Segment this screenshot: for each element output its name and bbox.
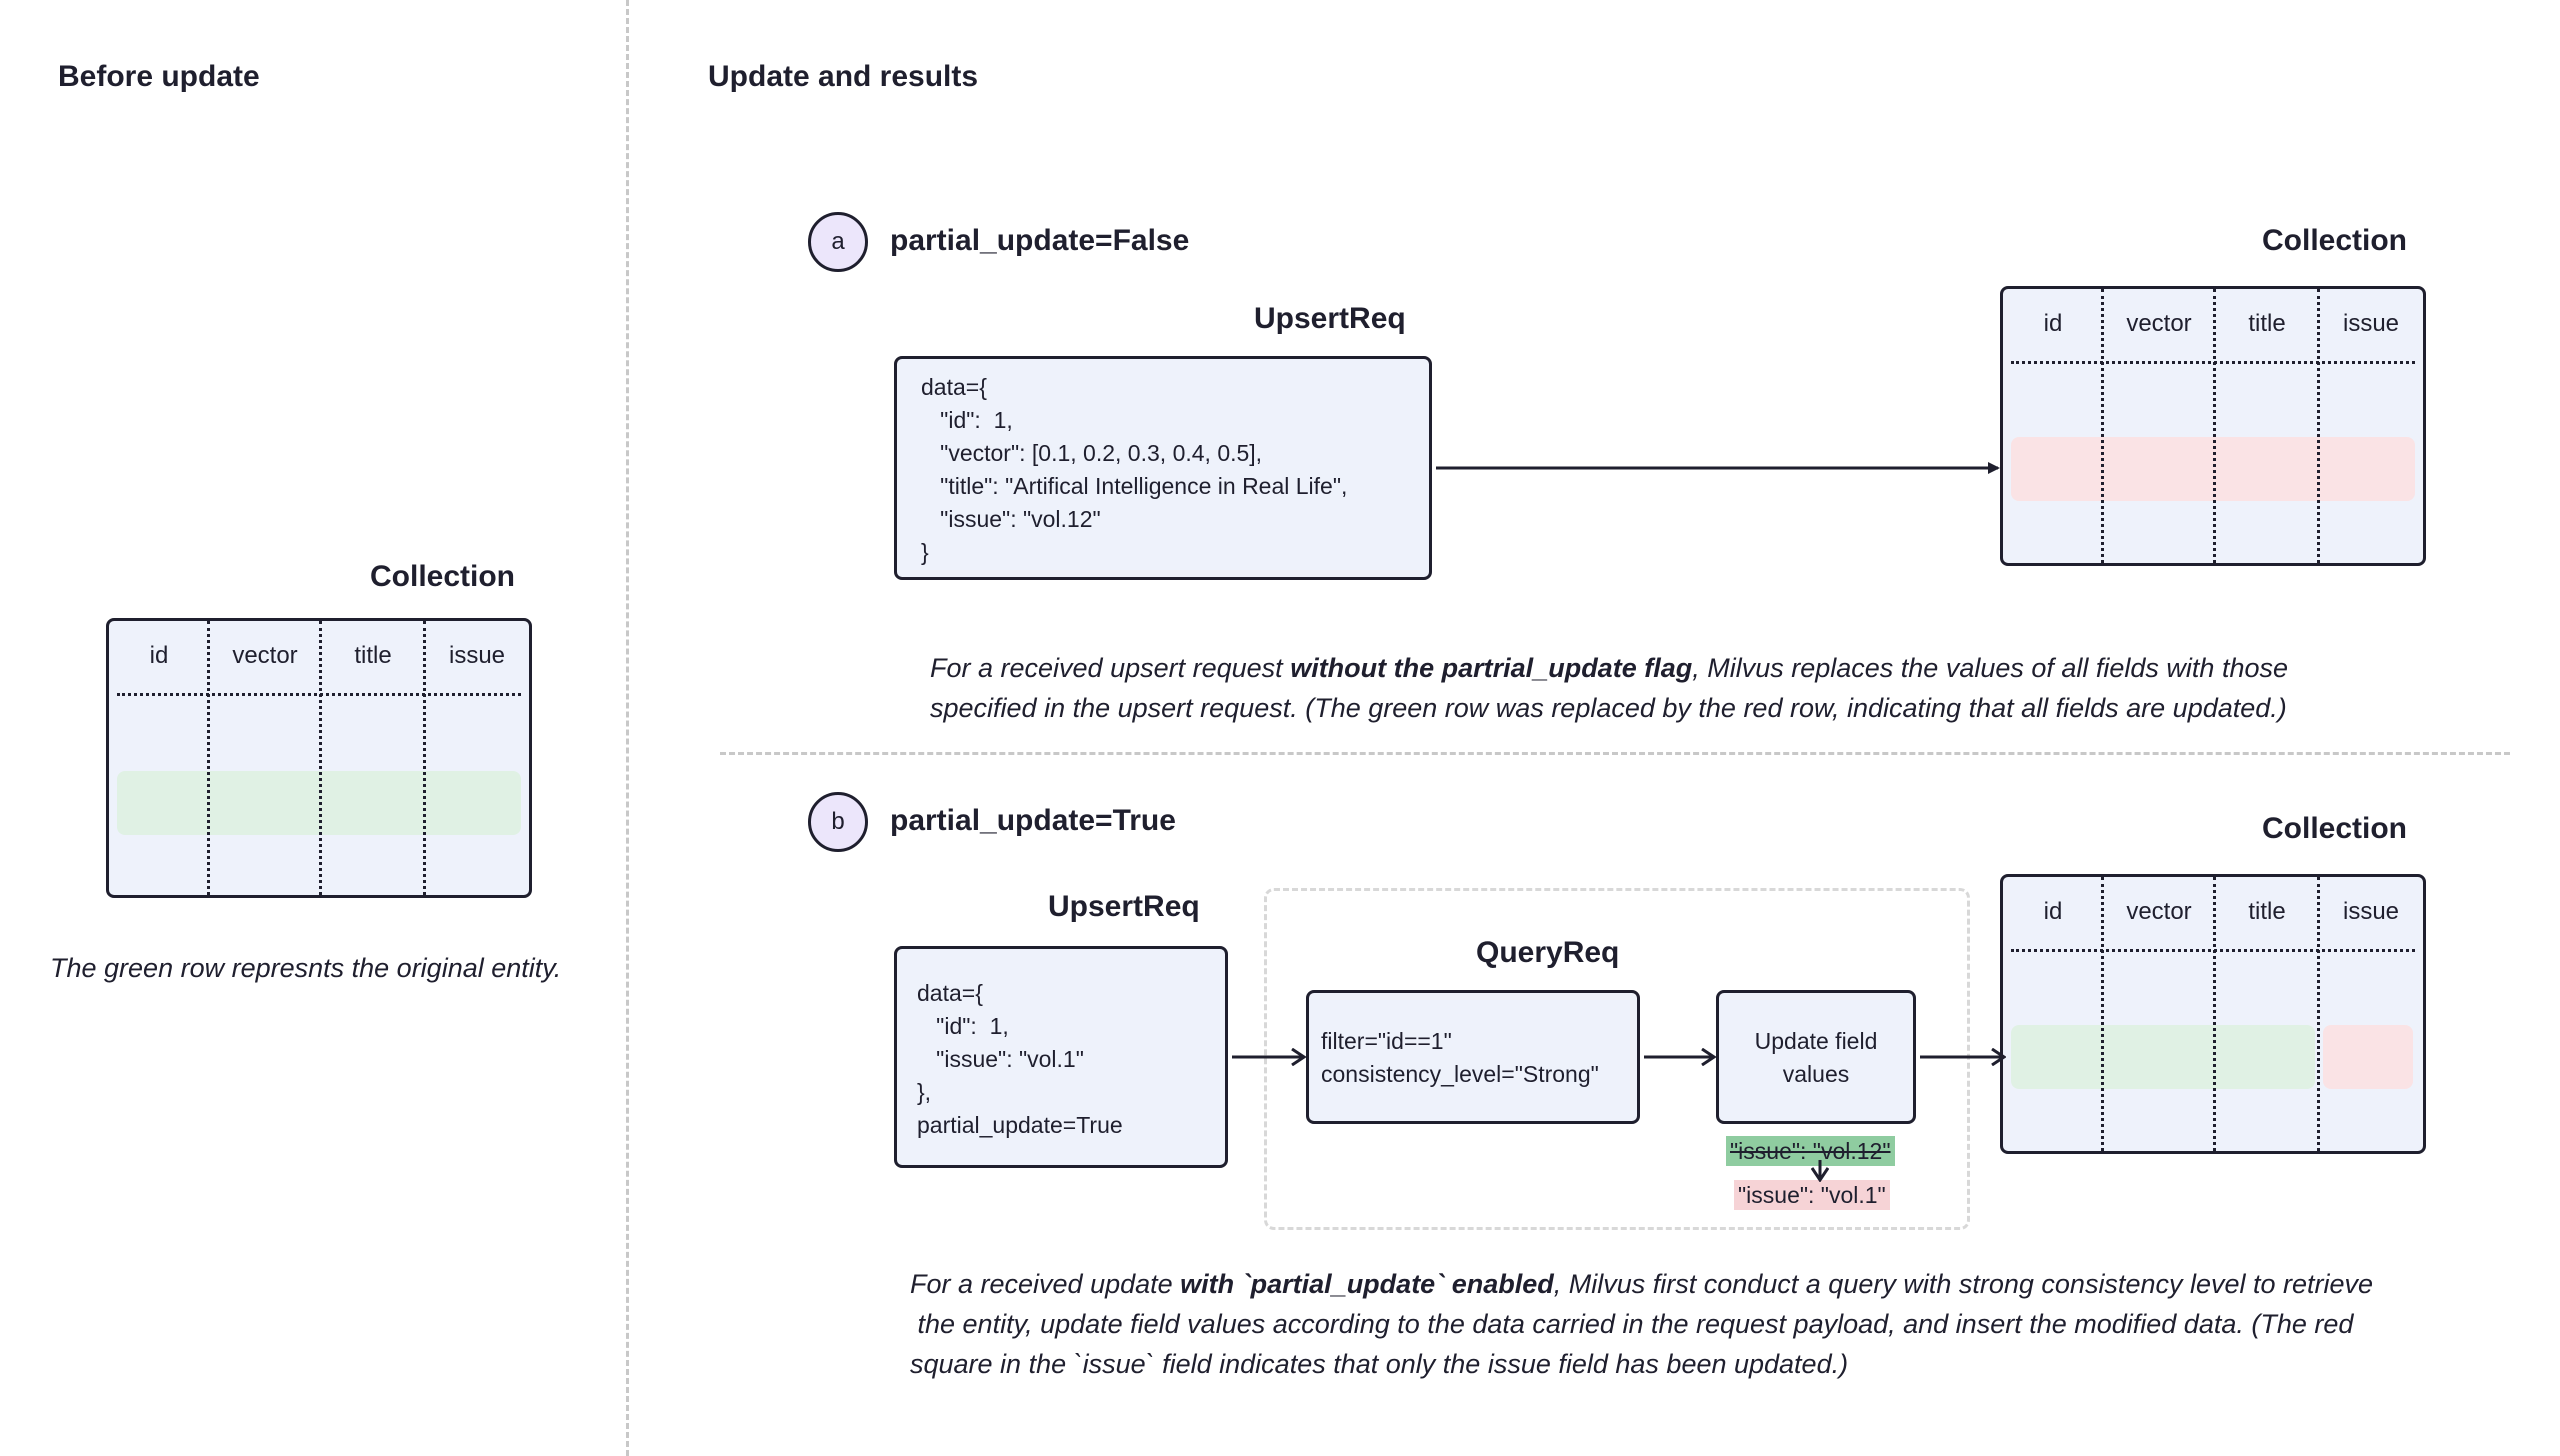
caption-b-post: , Milvus first conduct a query with stro… <box>1553 1269 2374 1299</box>
code-line: data={ <box>921 374 987 400</box>
column-separator <box>2317 289 2320 563</box>
query-group-outline <box>1264 888 1970 1230</box>
code-line: "issue": "vol.1" <box>917 1046 1084 1072</box>
column-separator <box>423 621 426 895</box>
collection-title-b: Collection <box>2262 812 2408 845</box>
column-title: title <box>2248 898 2286 925</box>
column-vector: vector <box>232 642 298 669</box>
upsert-req-title-a: UpsertReq <box>1254 302 1406 335</box>
column-id: id <box>2043 898 2063 925</box>
code-line: }, <box>917 1079 932 1105</box>
upsert-request-box-a: data={ "id": 1, "vector": [0.1, 0.2, 0.3… <box>894 356 1432 580</box>
code-line: "vector": [0.1, 0.2, 0.3, 0.4, 0.5], <box>921 440 1263 466</box>
update-line: Update field <box>1754 1028 1878 1054</box>
caption-a-line2: specified in the upsert request. (The gr… <box>930 693 2287 723</box>
column-title: title <box>354 642 392 669</box>
column-issue: issue <box>2342 898 2400 925</box>
query-line: filter="id==1" <box>1321 1028 1452 1054</box>
badge-b: b <box>808 792 868 852</box>
caption-a: For a received upsert request without th… <box>930 648 2288 728</box>
code-line: } <box>921 539 929 565</box>
collection-table-a: id vector title issue <box>2000 286 2426 566</box>
column-separator <box>319 621 322 895</box>
code-line: partial_update=True <box>917 1112 1123 1138</box>
upsert-request-box-b: data={ "id": 1, "issue": "vol.1" }, part… <box>894 946 1228 1168</box>
caption-b-line3: square in the `issue` field indicates th… <box>910 1349 1849 1379</box>
column-id: id <box>2043 310 2063 337</box>
upsert-req-title-b: UpsertReq <box>1048 890 1200 923</box>
left-caption: The green row represnts the original ent… <box>50 953 562 983</box>
code-line: "title": "Artifical Intelligence in Real… <box>921 473 1348 499</box>
updated-issue-cell <box>2323 1025 2413 1089</box>
column-title: title <box>2248 310 2286 337</box>
update-field-values-box: Update field values <box>1716 990 1916 1124</box>
collection-title-left: Collection <box>370 560 516 593</box>
column-separator <box>2101 877 2104 1151</box>
unchanged-fields-row <box>2011 1025 2315 1089</box>
horizontal-divider <box>720 752 2510 755</box>
column-separator <box>207 621 210 895</box>
before-update-title: Before update <box>58 60 260 93</box>
update-results-title: Update and results <box>708 60 979 93</box>
column-separator <box>2213 877 2216 1151</box>
code-line: data={ <box>917 980 983 1006</box>
code-line: "id": 1, <box>917 1013 1009 1039</box>
column-vector: vector <box>2126 898 2192 925</box>
column-issue: issue <box>448 642 506 669</box>
caption-b-pre: For a received update <box>910 1269 1181 1299</box>
code-line: "issue": "vol.12" <box>921 506 1101 532</box>
partial-update-false-label: partial_update=False <box>890 224 1190 257</box>
collection-table-b: id vector title issue <box>2000 874 2426 1154</box>
caption-b-bold: with `partial_update` enabled <box>1180 1269 1554 1299</box>
caption-a-post: , Milvus replaces the values of all fiel… <box>1692 653 2288 683</box>
column-id: id <box>149 642 169 669</box>
vertical-divider <box>626 0 629 1456</box>
column-issue: issue <box>2342 310 2400 337</box>
caption-a-pre: For a received upsert request <box>930 653 1291 683</box>
update-line: values <box>1782 1061 1850 1087</box>
column-vector: vector <box>2126 310 2192 337</box>
column-separator <box>2213 289 2216 563</box>
badge-a: a <box>808 212 868 272</box>
collection-title-a: Collection <box>2262 224 2408 257</box>
old-issue-value: "issue": "vol.12" <box>1726 1136 1895 1166</box>
column-separator <box>2317 877 2320 1151</box>
column-separator <box>2101 289 2104 563</box>
code-line: "id": 1, <box>921 407 1013 433</box>
caption-b-line2: the entity, update field values accordin… <box>910 1309 2354 1339</box>
query-req-title: QueryReq <box>1476 936 1620 969</box>
caption-b: For a received update with `partial_upda… <box>910 1264 2373 1384</box>
caption-a-bold: without the partrial_update flag <box>1290 653 1693 683</box>
query-request-box: filter="id==1" consistency_level="Strong… <box>1306 990 1640 1124</box>
collection-table-left: id vector title issue <box>106 618 532 898</box>
partial-update-true-label: partial_update=True <box>890 804 1176 837</box>
new-issue-value: "issue": "vol.1" <box>1734 1180 1890 1210</box>
query-line: consistency_level="Strong" <box>1321 1061 1599 1087</box>
